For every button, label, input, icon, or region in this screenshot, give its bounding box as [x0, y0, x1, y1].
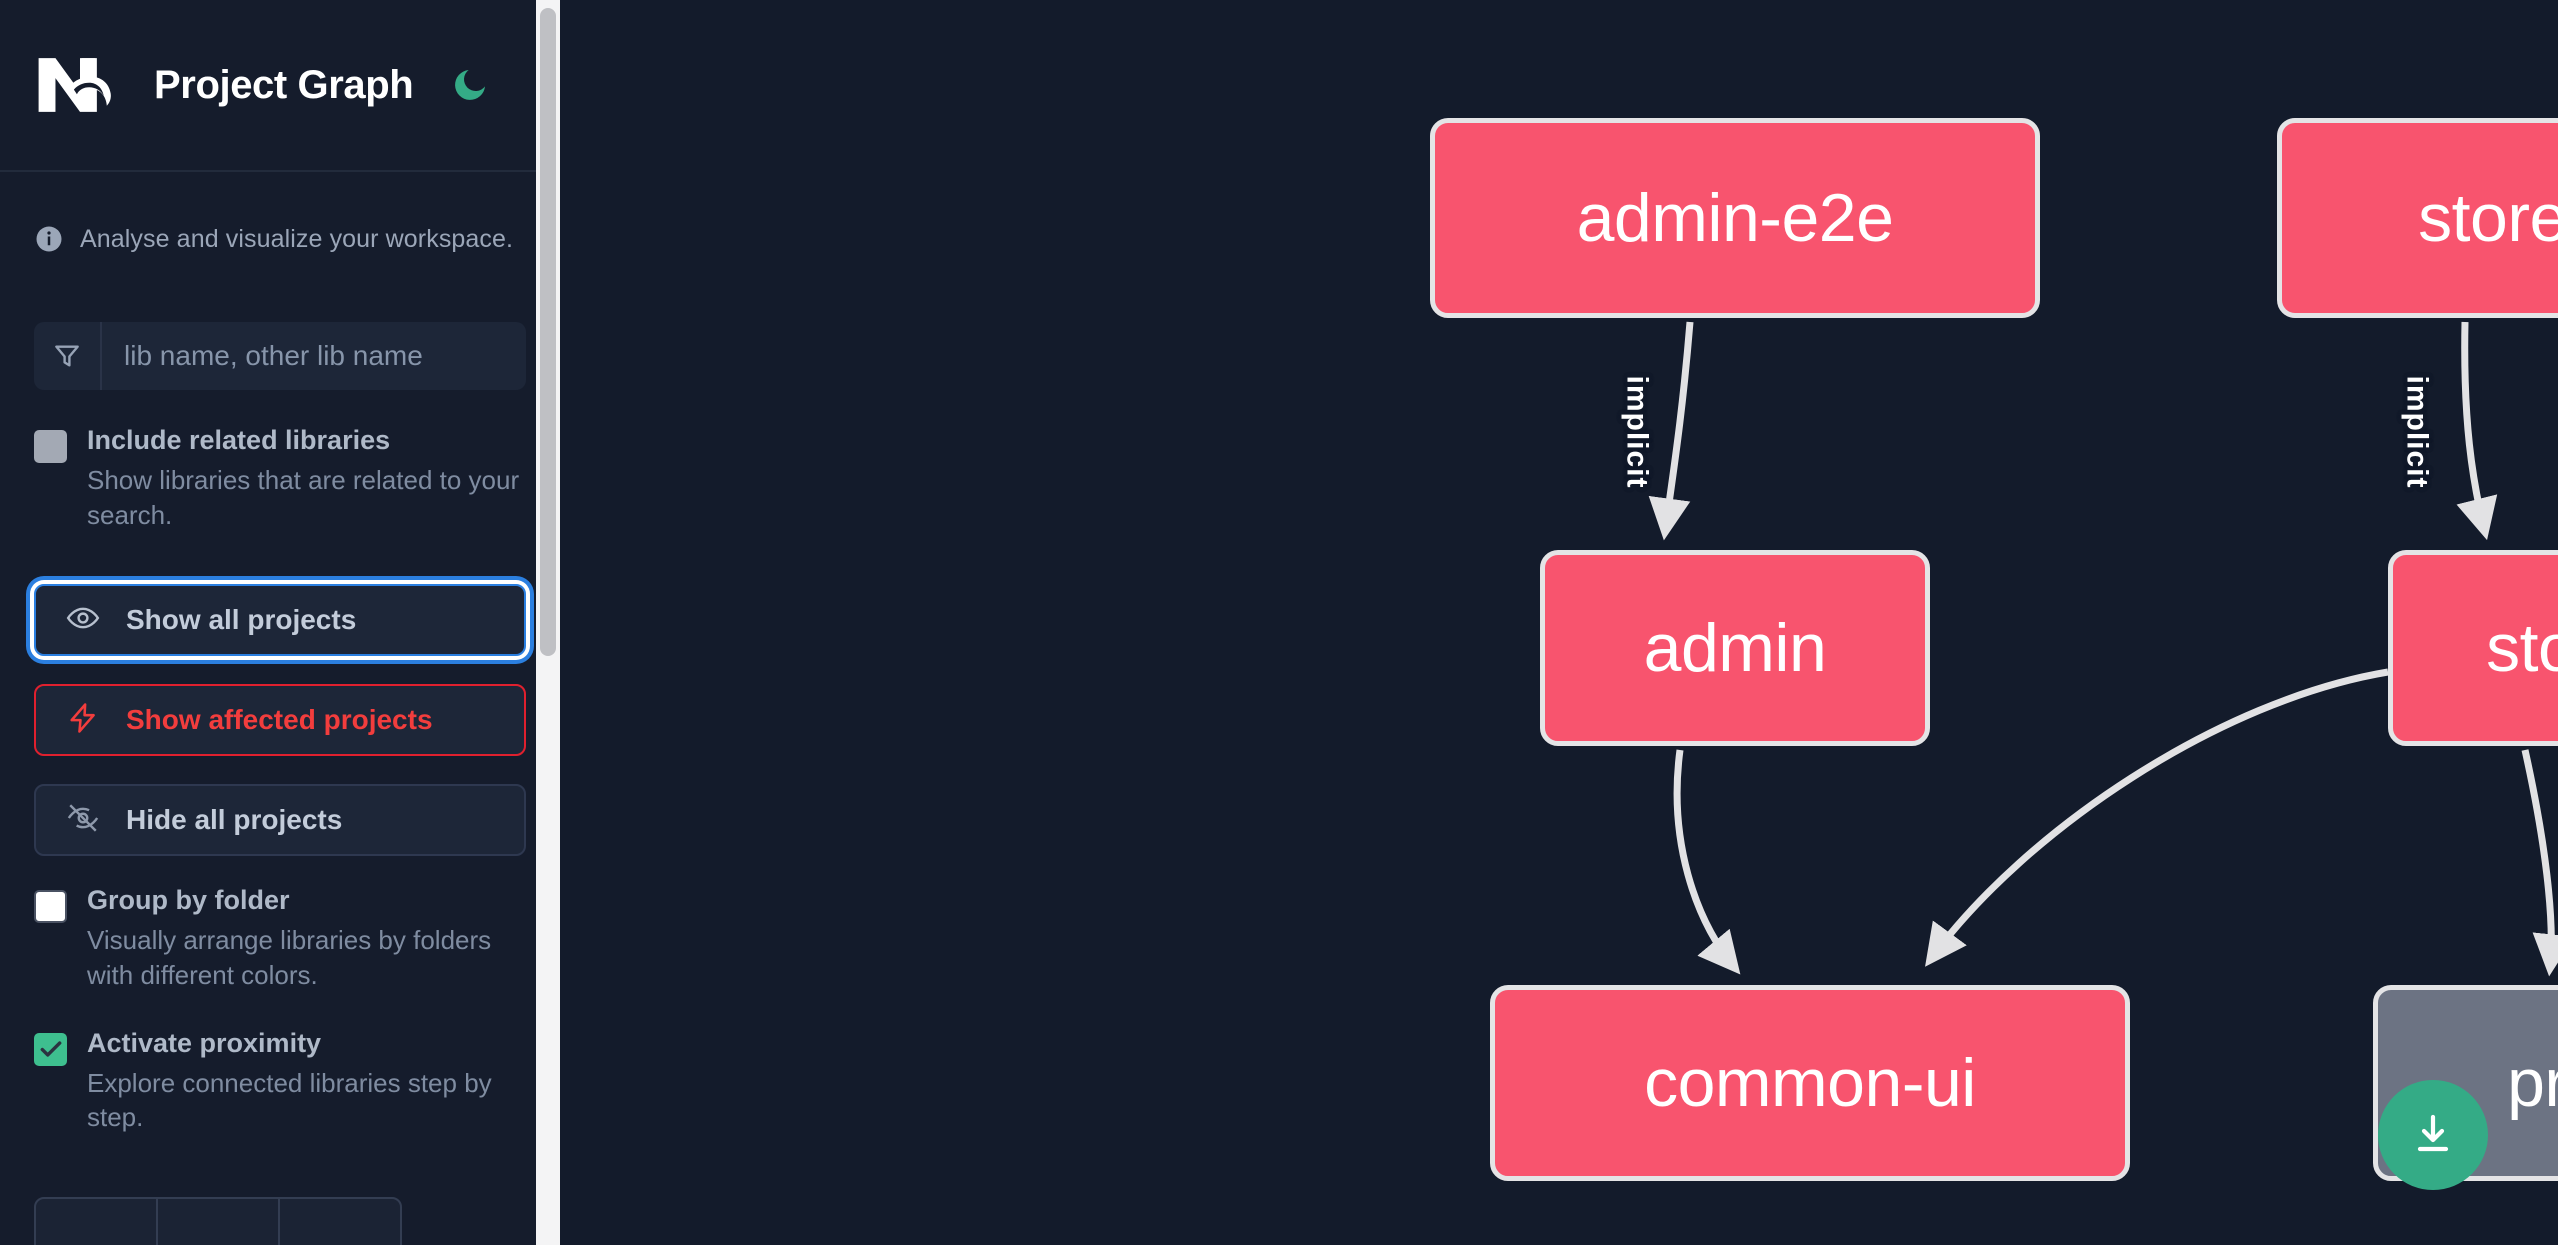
- search-field[interactable]: [34, 322, 526, 390]
- graph-node-store[interactable]: store: [2388, 550, 2558, 746]
- tagline-row: Analyse and visualize your workspace.: [34, 172, 526, 254]
- show-all-projects-button[interactable]: Show all projects: [34, 584, 526, 657]
- page-title: Project Graph: [154, 62, 414, 107]
- option-description: Explore connected libraries step by step…: [87, 1067, 492, 1133]
- edge-group: [1648, 321, 2558, 977]
- sidebar: Project Graph Analyse and visualize your…: [0, 0, 560, 1245]
- sidebar-header: Project Graph: [0, 0, 560, 172]
- option-description: Show libraries that are related to your …: [87, 464, 520, 530]
- option-include-related-libraries[interactable]: Include related libraries Show libraries…: [34, 424, 526, 532]
- checkbox-group-by-folder[interactable]: [34, 890, 67, 924]
- graph-node-store-e2e[interactable]: store-e2e: [2277, 118, 2558, 318]
- segment-1[interactable]: [36, 1199, 158, 1245]
- segment-3[interactable]: [280, 1199, 400, 1245]
- sidebar-body: Analyse and visualize your workspace. In…: [0, 172, 560, 1135]
- graph-node-common-ui[interactable]: common-ui: [1490, 985, 2130, 1181]
- button-label: Show affected projects: [126, 704, 433, 736]
- eye-icon: [66, 601, 100, 640]
- search-input[interactable]: [102, 322, 526, 390]
- lightning-icon: [66, 701, 100, 740]
- option-activate-proximity[interactable]: Activate proximity Explore connected lib…: [34, 1027, 526, 1135]
- nx-logo-icon: [34, 53, 126, 117]
- button-label: Show all projects: [126, 604, 357, 636]
- node-label: store-e2e: [2418, 180, 2558, 256]
- edge-store-e2e-to-store: [2456, 321, 2498, 541]
- edge-store-to-products: [2521, 749, 2558, 977]
- sidebar-scrollbar-track[interactable]: [536, 0, 560, 1245]
- filter-funnel-icon: [34, 322, 102, 390]
- option-group-by-folder[interactable]: Group by folder Visually arrange librari…: [34, 884, 526, 992]
- node-label: products: [2507, 1045, 2558, 1121]
- action-buttons: Show all projects Show affected projects: [34, 584, 526, 857]
- option-label: Group by folder: [87, 885, 290, 916]
- eye-off-icon: [66, 801, 100, 840]
- graph-canvas[interactable]: admin-e2e store-e2e admin store common-u…: [560, 0, 2558, 1245]
- moon-icon[interactable]: [447, 62, 493, 108]
- sidebar-scrollbar-thumb[interactable]: [540, 8, 556, 656]
- node-label: store: [2486, 610, 2558, 686]
- tagline-text: Analyse and visualize your workspace.: [80, 224, 514, 253]
- graph-node-admin[interactable]: admin: [1540, 550, 1930, 746]
- option-label: Include related libraries: [87, 425, 391, 455]
- option-label: Activate proximity: [87, 1027, 322, 1058]
- show-affected-projects-button[interactable]: Show affected projects: [34, 684, 526, 757]
- node-label: admin-e2e: [1576, 180, 1894, 256]
- edge-admin-e2e-to-admin: [1648, 321, 1694, 541]
- graph-node-admin-e2e[interactable]: admin-e2e: [1430, 118, 2040, 318]
- hide-all-projects-button[interactable]: Hide all projects: [34, 784, 526, 857]
- checkbox-activate-proximity[interactable]: [34, 1032, 67, 1066]
- checkbox-include-related-libraries[interactable]: [34, 430, 67, 463]
- segment-2[interactable]: [158, 1199, 280, 1245]
- edge-admin-to-common-ui: [1673, 749, 1741, 975]
- node-label: admin: [1643, 610, 1827, 686]
- info-circle-icon: [34, 224, 64, 254]
- download-button[interactable]: [2378, 1080, 2488, 1190]
- button-label: Hide all projects: [126, 804, 343, 836]
- layout-segmented-control[interactable]: [34, 1197, 402, 1245]
- download-icon: [2409, 1110, 2457, 1161]
- option-description: Visually arrange libraries by folders wi…: [87, 925, 492, 990]
- node-label: common-ui: [1644, 1045, 1976, 1121]
- graph-edges: [1648, 321, 2558, 977]
- edge-store-to-common-ui: [1925, 668, 2389, 967]
